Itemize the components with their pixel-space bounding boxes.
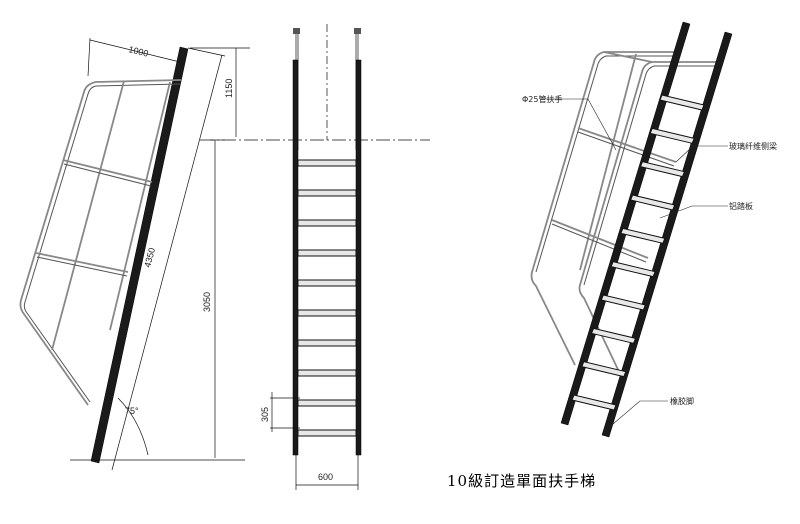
label-handrail: Φ25管扶手 (522, 94, 562, 104)
dim-step-spacing: 305 (260, 407, 270, 422)
iso-tread (590, 327, 637, 344)
dim-angle: 75° (125, 406, 139, 416)
iso-tread (571, 394, 617, 411)
iso-treads (571, 94, 705, 411)
side-rail-vertical (51, 80, 125, 351)
iso-tread (620, 227, 666, 244)
front-tread (297, 399, 357, 407)
dim-upper-height: 1150 (224, 79, 234, 98)
front-tread (297, 219, 357, 227)
iso-stringer-left (560, 21, 691, 426)
front-stringer-right (355, 59, 362, 456)
iso-tread (600, 294, 647, 311)
iso-tread (649, 127, 695, 144)
side-rail-horizontal (62, 159, 153, 183)
front-tread (297, 249, 357, 257)
front-tread (297, 279, 357, 287)
label-tread: 铝踏板 (729, 201, 753, 211)
iso-tread (639, 161, 686, 178)
iso-tread (629, 194, 676, 211)
iso-handrail-frame (530, 51, 676, 366)
front-tread (297, 429, 357, 437)
side-handrail-frame (19, 79, 182, 406)
iso-tread (659, 94, 705, 111)
dim-width: 600 (318, 472, 333, 482)
iso-view: Φ25管扶手 玻璃纤维侧梁 铝踏板 橡胶脚 (522, 21, 777, 438)
front-tread (297, 309, 357, 317)
front-view: 305 600 (260, 24, 362, 490)
dim-top-width: 1000 (128, 44, 150, 59)
front-stringer-left (292, 59, 299, 456)
label-foot: 橡胶脚 (670, 396, 694, 406)
front-tread (297, 159, 357, 167)
front-tread (297, 339, 357, 347)
front-treads (297, 159, 357, 437)
side-view: 1000 4350 75° 1150 3050 (19, 37, 430, 471)
caption: 10級訂造單面扶手梯 (447, 472, 596, 490)
front-tread (297, 189, 357, 197)
front-tread (297, 369, 357, 377)
iso-stringer-right (601, 31, 733, 438)
iso-tread (610, 261, 656, 278)
iso-tread (581, 361, 627, 378)
side-stringer (90, 46, 189, 464)
dim-total-height: 3050 (202, 292, 212, 312)
label-stringer: 玻璃纤维侧梁 (729, 141, 777, 151)
